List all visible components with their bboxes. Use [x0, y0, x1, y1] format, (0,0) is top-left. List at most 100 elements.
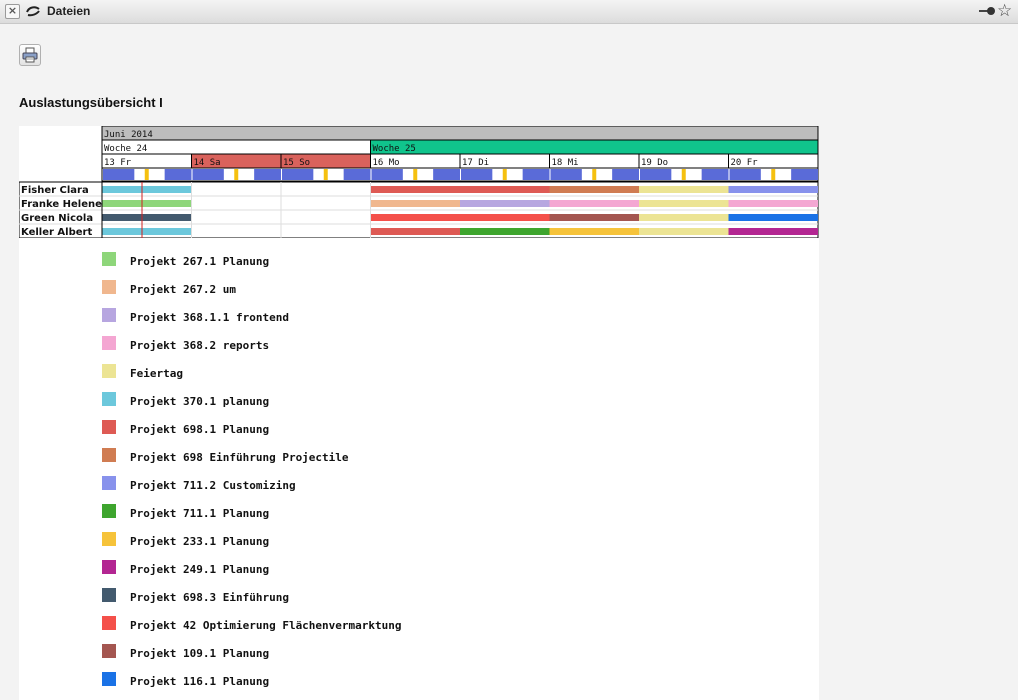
legend-swatch — [102, 644, 116, 658]
close-icon[interactable]: × — [5, 4, 20, 19]
legend-swatch — [102, 588, 116, 602]
allocation-bar — [460, 186, 550, 193]
week-header-25 — [370, 139, 819, 155]
allocation-bar — [102, 214, 192, 221]
week-label: Woche 25 — [373, 144, 416, 154]
month-label: Juni 2014 — [104, 130, 153, 140]
allocation-bar — [728, 228, 818, 235]
legend-label: Feiertag — [130, 367, 183, 380]
legend-label: Projekt 698 Einführung Projectile — [130, 451, 349, 464]
allocation-bar — [460, 214, 550, 221]
legend-swatch — [102, 616, 116, 630]
allocation-bar — [639, 186, 729, 193]
allocation-bar — [460, 200, 550, 207]
person-name: Green Nicola — [21, 213, 93, 224]
print-button[interactable] — [19, 44, 41, 66]
legend-label: Projekt 42 Optimierung Flächenvermarktun… — [130, 619, 402, 632]
timeline-work-block — [729, 169, 761, 180]
legend-swatch — [102, 532, 116, 546]
day-label: 14 Sa — [194, 158, 221, 168]
allocation-bar — [639, 228, 729, 235]
timeline-work-block — [343, 169, 371, 180]
allocation-bar — [728, 214, 818, 221]
legend-label: Projekt 249.1 Planung — [130, 563, 270, 576]
legend-swatch — [102, 308, 116, 322]
timeline-work-block — [550, 169, 582, 180]
timeline-marker — [144, 169, 149, 180]
timeline-marker — [681, 169, 686, 180]
timeline-work-block — [433, 169, 460, 180]
person-name: Keller Albert — [21, 227, 92, 238]
window-titlebar: × Dateien ☆ — [0, 0, 1018, 24]
pin-icon[interactable] — [978, 4, 996, 18]
legend-label: Projekt 109.1 Planung — [130, 647, 270, 660]
allocation-bar — [102, 200, 192, 207]
legend-swatch — [102, 252, 116, 266]
legend-swatch — [102, 280, 116, 294]
legend-swatch — [102, 336, 116, 350]
legend-swatch — [102, 560, 116, 574]
timeline-work-block — [701, 169, 729, 180]
allocation-bar — [728, 200, 818, 207]
timeline-marker — [771, 169, 776, 180]
day-label: 13 Fr — [104, 158, 132, 168]
legend-swatch — [102, 476, 116, 490]
timeline-marker — [592, 169, 597, 180]
timeline-marker — [413, 169, 418, 180]
allocation-bar — [728, 186, 818, 193]
person-name: Franke Helene — [21, 199, 102, 210]
allocation-bar — [639, 200, 729, 207]
legend-label: Projekt 698.3 Einführung — [130, 591, 289, 604]
day-label: 15 So — [283, 158, 310, 168]
allocation-bar — [549, 214, 639, 221]
day-label: 19 Do — [641, 158, 668, 168]
day-label: 18 Mi — [552, 158, 579, 168]
timeline-work-block — [791, 169, 818, 180]
allocation-bar — [460, 228, 550, 235]
timeline-work-block — [371, 169, 403, 180]
allocation-bar — [370, 214, 460, 221]
page-title: Auslastungsübersicht I — [19, 95, 163, 110]
favorite-star-icon[interactable]: ☆ — [997, 1, 1013, 21]
allocation-bar — [370, 200, 460, 207]
timeline-work-block — [282, 169, 314, 180]
legend-label: Projekt 267.1 Planung — [130, 255, 270, 268]
legend-swatch — [102, 448, 116, 462]
legend-swatch — [102, 364, 116, 378]
legend-label: Projekt 698.1 Planung — [130, 423, 270, 436]
day-label: 16 Mo — [373, 158, 400, 168]
legend-label: Projekt 711.2 Customizing — [130, 479, 296, 492]
legend-swatch — [102, 504, 116, 518]
week-label: Woche 24 — [104, 144, 147, 154]
timeline-work-block — [192, 169, 224, 180]
allocation-bar — [370, 228, 460, 235]
month-header — [101, 126, 819, 141]
timeline-marker — [502, 169, 507, 180]
allocation-bar — [549, 186, 639, 193]
app-logo-icon — [26, 6, 40, 17]
timeline-marker — [234, 169, 239, 180]
legend-label: Projekt 267.2 um — [130, 283, 236, 296]
timeline-work-block — [254, 169, 281, 180]
allocation-bar — [639, 214, 729, 221]
window-title: Dateien — [47, 4, 91, 18]
legend-swatch — [102, 392, 116, 406]
timeline-work-block — [640, 169, 672, 180]
timeline-work-block — [522, 169, 550, 180]
allocation-bar — [549, 200, 639, 207]
printer-icon — [22, 47, 38, 63]
allocation-bar — [549, 228, 639, 235]
day-label: 17 Di — [462, 158, 489, 168]
legend-label: Projekt 368.1.1 frontend — [130, 311, 289, 324]
legend-label: Projekt 233.1 Planung — [130, 535, 270, 548]
legend-label: Projekt 116.1 Planung — [130, 675, 270, 688]
legend-swatch — [102, 672, 116, 686]
timeline-marker — [323, 169, 328, 180]
day-label: 20 Fr — [731, 158, 759, 168]
allocation-bar — [102, 186, 192, 193]
timeline-work-block — [103, 169, 135, 180]
legend-label: Projekt 370.1 planung — [130, 395, 270, 408]
timeline-work-block — [612, 169, 639, 180]
